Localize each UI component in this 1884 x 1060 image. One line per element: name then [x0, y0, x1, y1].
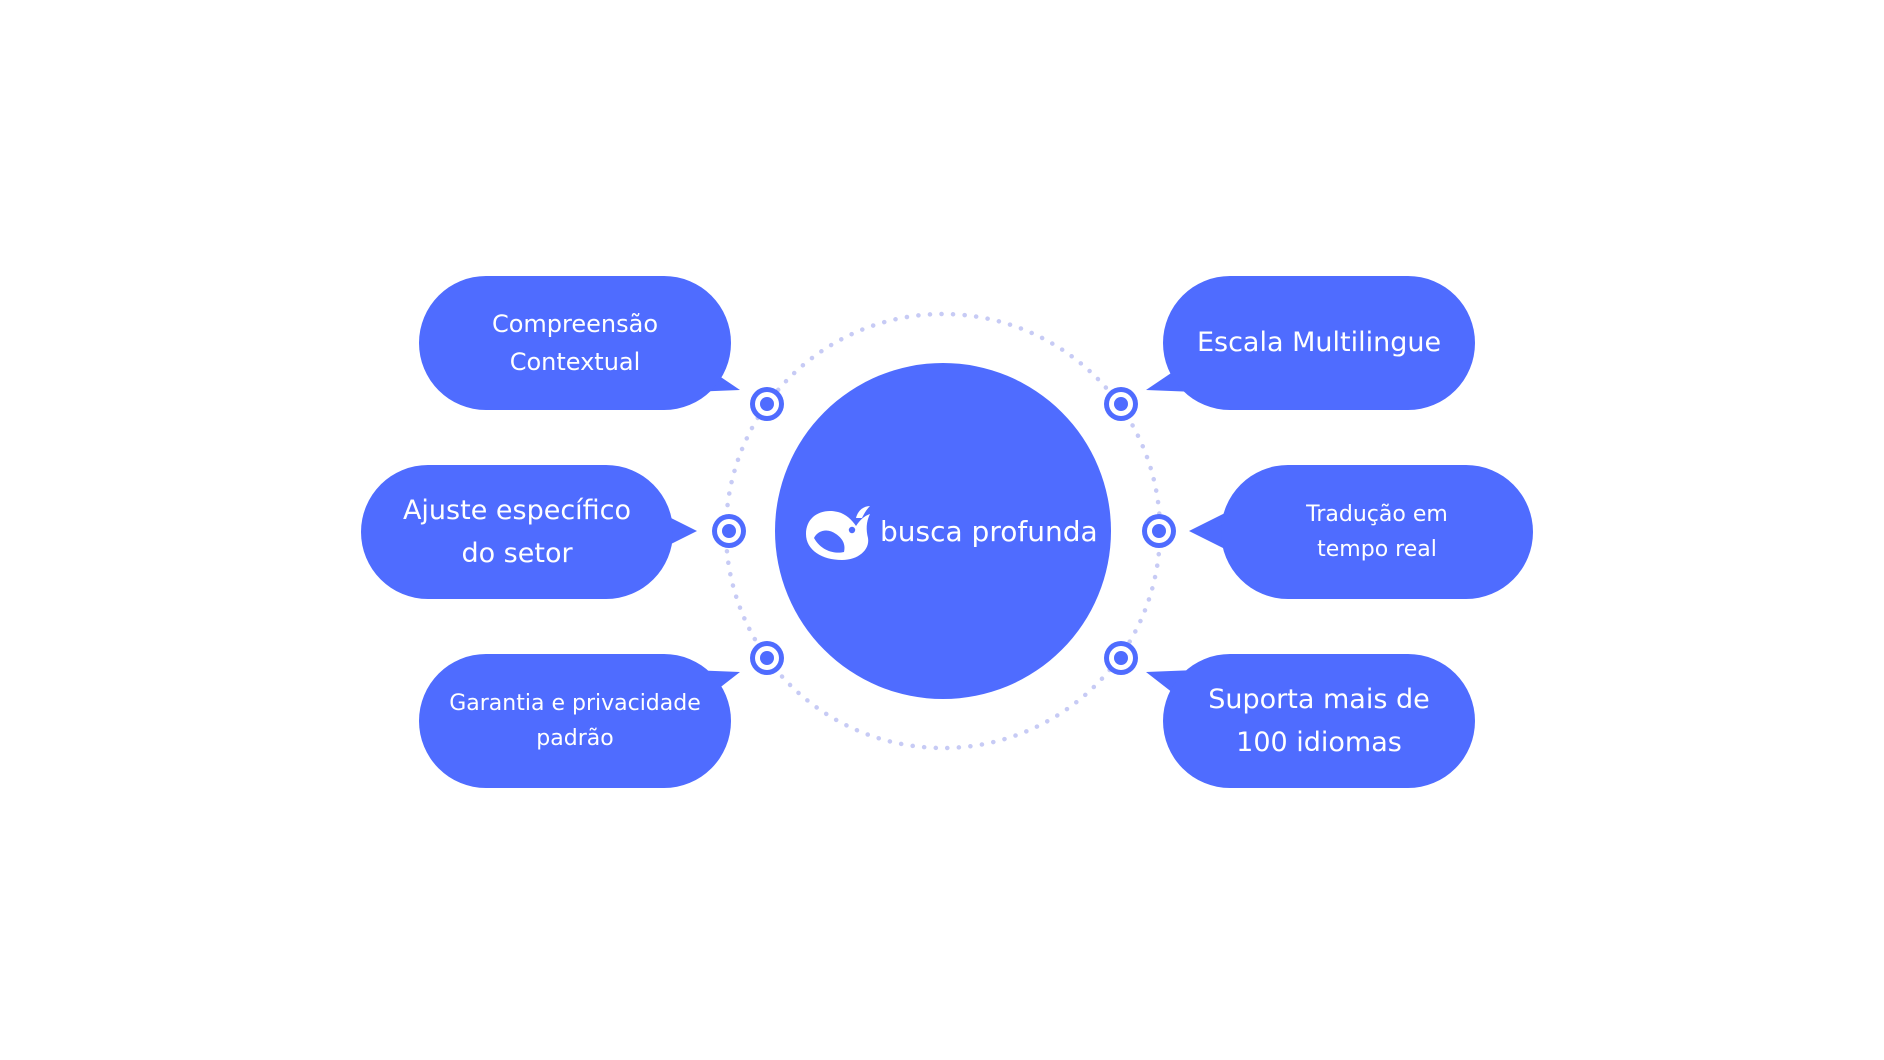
feature-label: Garantia e privacidade padrão	[449, 690, 701, 751]
bubble-tail-middle-right	[1189, 510, 1231, 552]
node-middle-right	[1142, 514, 1176, 548]
node-top-right	[1104, 387, 1138, 421]
node-middle-left	[712, 514, 746, 548]
feature-label: Ajuste específico do setor	[402, 494, 632, 569]
feature-label: Suporta mais de 100 idiomas	[1208, 683, 1430, 758]
feature-label: Escala Multilingue	[1196, 327, 1442, 359]
hub-label: busca profunda	[880, 515, 1098, 548]
node-bottom-right	[1104, 641, 1138, 675]
hub-circle	[775, 363, 1111, 699]
feature-bubble-top-right: Escala Multilingue	[1163, 276, 1475, 410]
feature-bubble-middle-left: Ajuste específico do setor	[361, 465, 673, 599]
feature-label: Tradução em tempo real	[1306, 501, 1448, 562]
feature-bubble-middle-right: Tradução em tempo real	[1221, 465, 1533, 599]
node-bottom-left	[750, 641, 784, 675]
feature-bubble-bottom-left: Garantia e privacidade padrão	[419, 654, 731, 788]
node-top-left	[750, 387, 784, 421]
feature-label: Compreensão Contextual	[491, 309, 659, 376]
whale-icon	[806, 506, 870, 560]
feature-bubble-bottom-right: Suporta mais de 100 idiomas	[1163, 654, 1475, 788]
feature-bubble-top-left: Compreensão Contextual	[419, 276, 731, 410]
